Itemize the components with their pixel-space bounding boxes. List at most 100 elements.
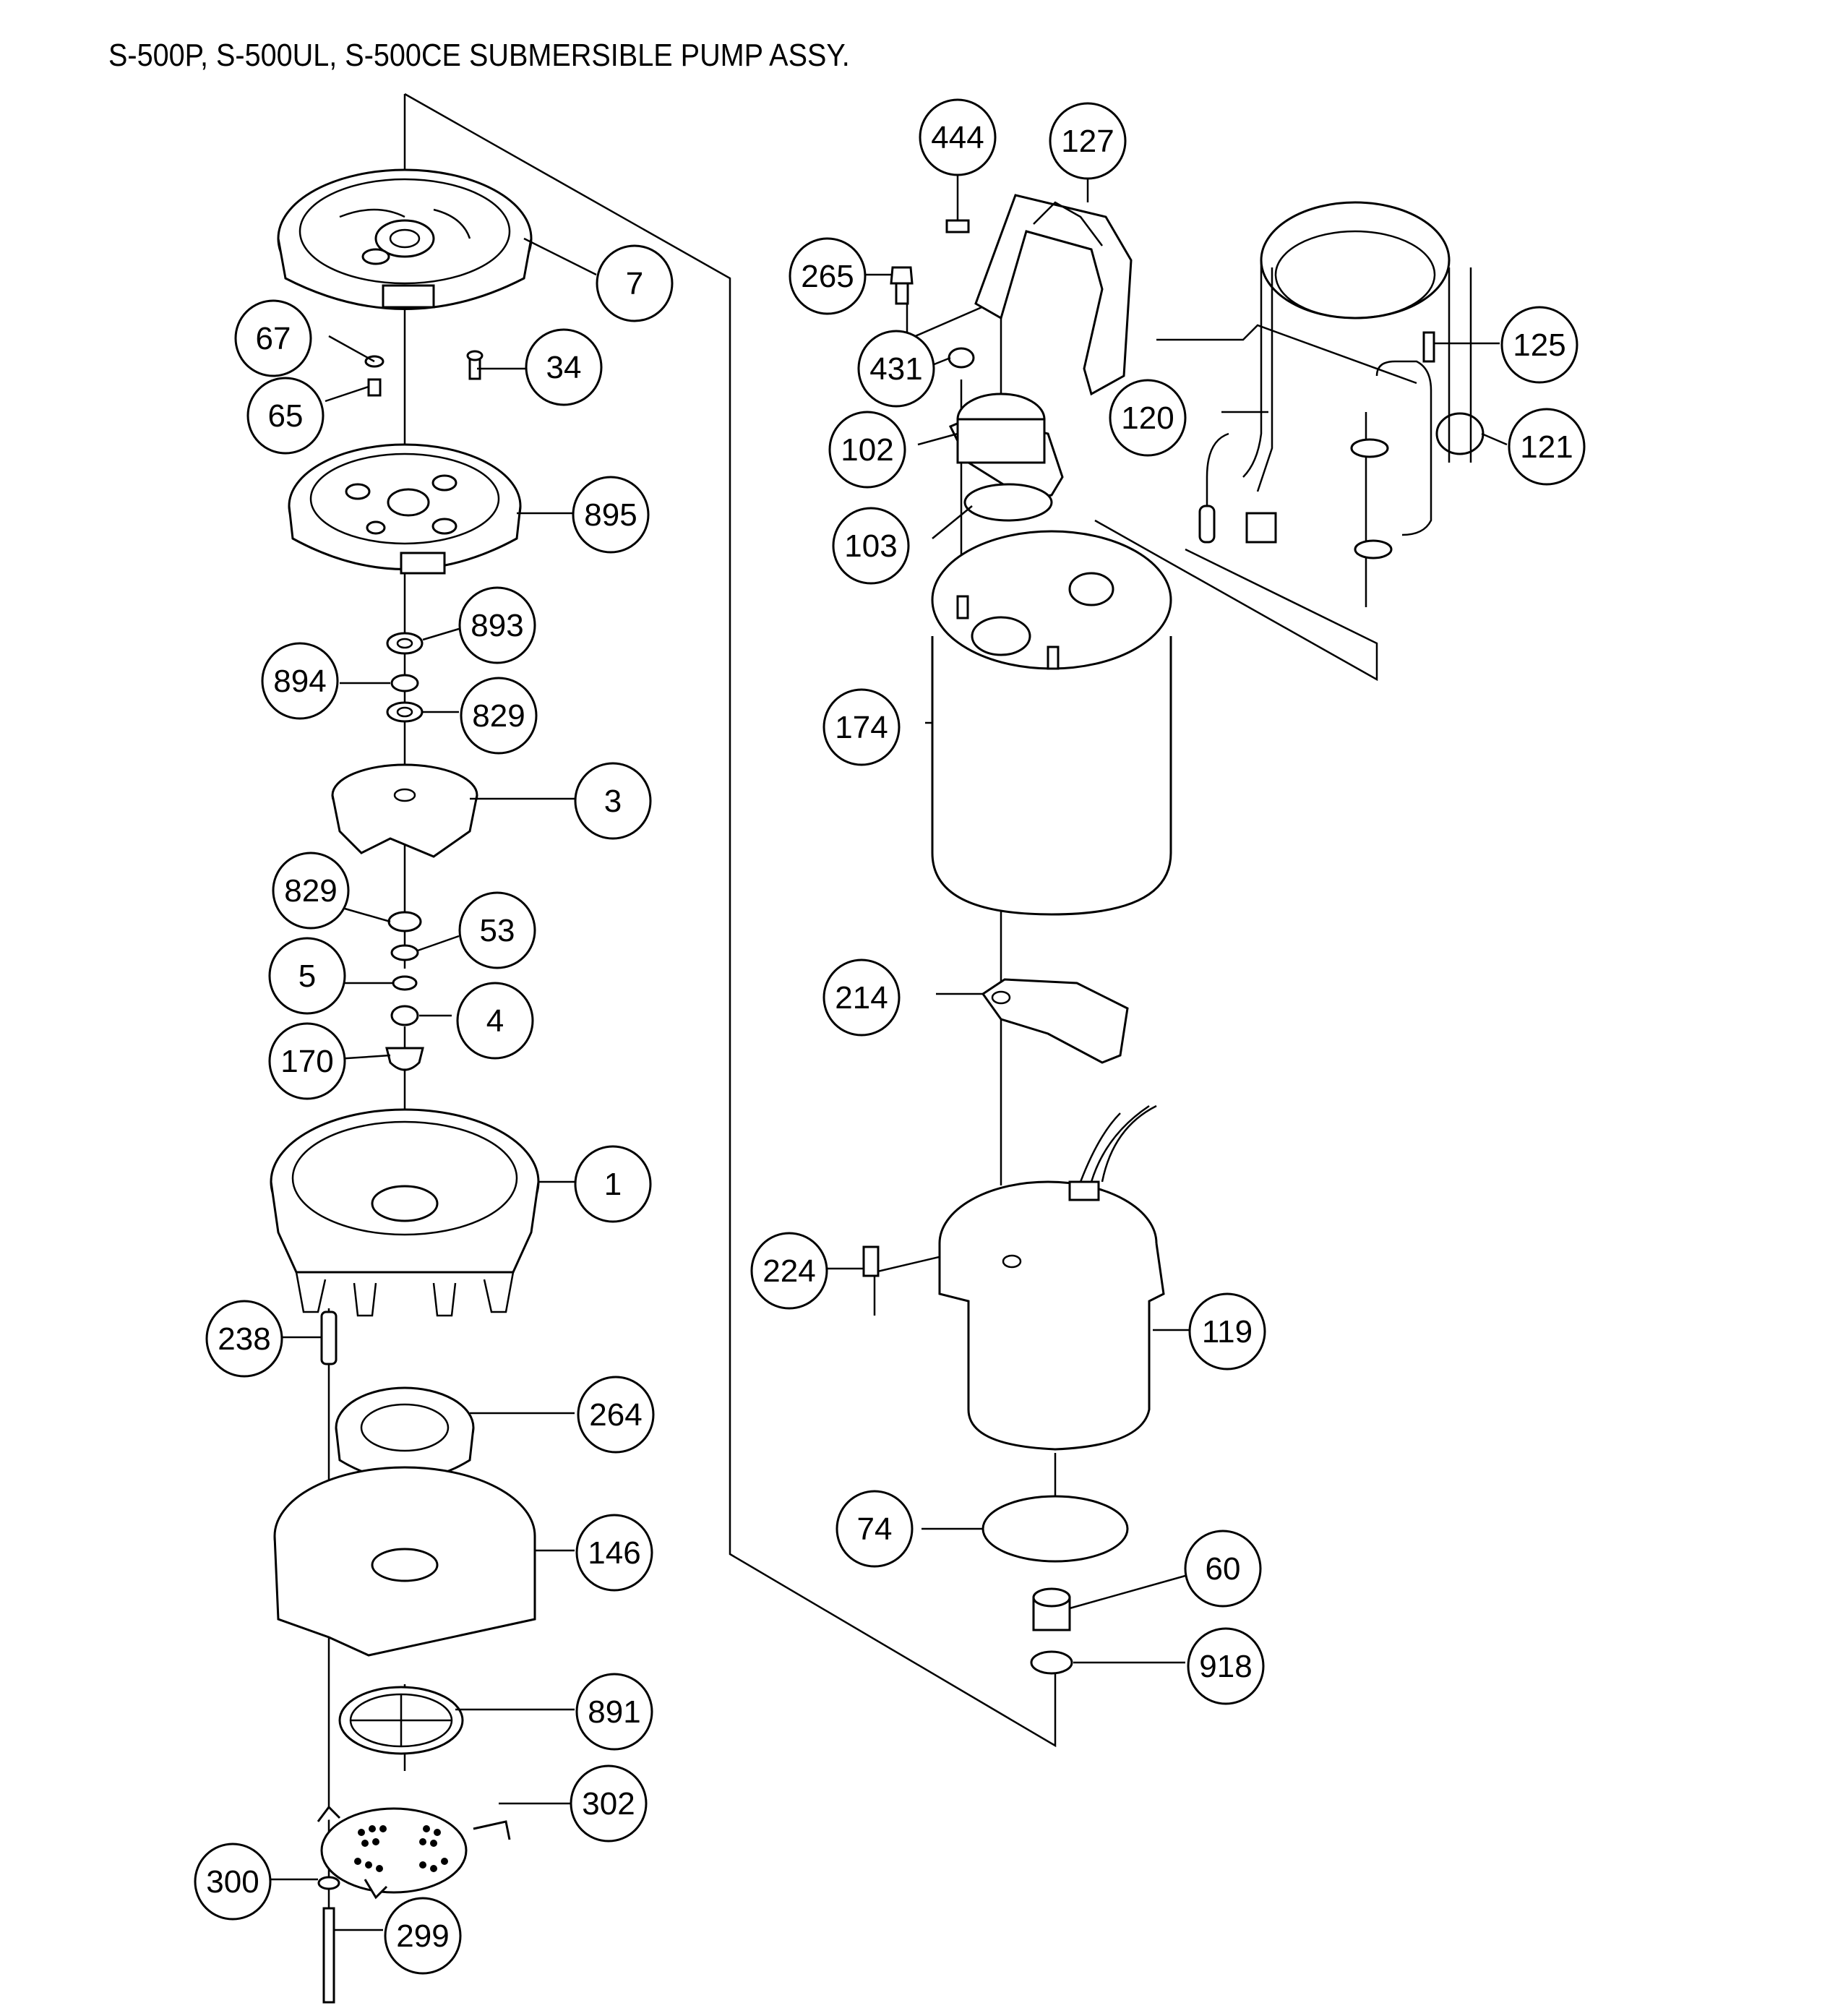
part-894-seal	[390, 674, 419, 692]
callout-67: 67	[234, 299, 312, 377]
callout-265: 265	[789, 237, 867, 315]
callout-circle	[857, 330, 935, 408]
callout-number: 431	[869, 351, 922, 387]
callout-bubbles: 7 67 34 65 895 893 894 829 3 829 53 5 4 170 1 238 264 146…	[194, 98, 1586, 1975]
callout-number: 829	[284, 873, 337, 909]
part-299-bolt	[322, 1907, 335, 2004]
callout-circle	[832, 507, 910, 585]
callout-121: 121	[1508, 408, 1586, 486]
callout-circle	[268, 1022, 346, 1100]
callout-circle	[835, 1490, 914, 1568]
callout-number: 918	[1199, 1649, 1252, 1684]
callout-circle	[828, 411, 906, 489]
part-829-washer-lower	[387, 911, 422, 932]
callout-circle	[194, 1843, 272, 1921]
part-265-bolt	[890, 266, 914, 305]
callout-1: 1	[574, 1145, 652, 1223]
callout-circle	[789, 237, 867, 315]
part-119-motor	[862, 1104, 1165, 1451]
part-1-pump-casing	[270, 1108, 540, 1317]
callout-circle	[1187, 1627, 1265, 1705]
callout-number: 894	[273, 664, 326, 699]
part-3-impeller	[331, 763, 478, 858]
callout-895: 895	[572, 476, 650, 554]
callout-102: 102	[828, 411, 906, 489]
part-893-seal	[386, 632, 424, 655]
callout-65: 65	[246, 377, 325, 455]
part-918-lock-nut	[1030, 1650, 1073, 1675]
callout-circle	[575, 1673, 653, 1751]
part-102-discharge-flange	[948, 393, 1064, 500]
callout-number: 60	[1206, 1551, 1241, 1587]
callout-number: 3	[604, 784, 622, 819]
callout-120: 120	[1109, 379, 1187, 457]
callout-circle	[575, 1514, 653, 1592]
callout-leaders	[260, 170, 1508, 1931]
callout-circle	[525, 328, 603, 406]
callout-264: 264	[577, 1376, 655, 1454]
callout-circle	[460, 677, 538, 755]
part-829-washer-upper	[386, 701, 424, 723]
callout-3: 3	[574, 762, 652, 840]
callout-circle	[272, 852, 350, 930]
callout-circle	[570, 1764, 648, 1843]
callout-number: 170	[280, 1044, 333, 1079]
callout-894: 894	[261, 642, 339, 720]
part-103-gasket	[963, 483, 1053, 522]
callout-number: 34	[546, 350, 582, 385]
part-238-pin	[320, 1311, 338, 1365]
callout-829: 829	[460, 677, 538, 755]
callout-circle	[596, 244, 674, 322]
callout-circle	[572, 476, 650, 554]
callout-299: 299	[384, 1897, 462, 1975]
callout-number: 4	[486, 1003, 504, 1039]
callout-number: 146	[588, 1535, 640, 1571]
callout-number: 120	[1121, 400, 1174, 436]
part-5-washer	[392, 975, 418, 991]
callout-number: 444	[931, 120, 984, 155]
callout-7: 7	[596, 244, 674, 322]
part-302-strainer-plate	[317, 1805, 511, 1900]
callout-number: 238	[218, 1321, 270, 1357]
callout-circle	[1049, 102, 1127, 180]
part-74-o-ring	[981, 1495, 1129, 1563]
callout-number: 7	[626, 266, 643, 301]
callout-circle	[574, 762, 652, 840]
callout-circle	[1184, 1530, 1262, 1608]
part-300-washer	[317, 1876, 340, 1890]
callout-444: 444	[919, 98, 997, 176]
callout-circle	[458, 891, 536, 969]
callout-number: 121	[1520, 429, 1573, 465]
callout-300: 300	[194, 1843, 272, 1921]
callout-174: 174	[822, 688, 901, 766]
callout-60: 60	[1184, 1530, 1262, 1608]
callout-125: 125	[1500, 306, 1578, 384]
part-7-discharge-cover	[277, 168, 533, 310]
part-127-handle	[974, 194, 1133, 396]
part-895-seal-plate	[288, 443, 522, 575]
callout-circle	[205, 1300, 283, 1378]
callout-238: 238	[205, 1300, 283, 1378]
callout-circle	[822, 688, 901, 766]
callout-circle	[1500, 306, 1578, 384]
callout-number: 893	[471, 608, 523, 643]
part-53-washer	[390, 944, 419, 961]
callout-number: 5	[298, 958, 316, 994]
callout-circle	[822, 958, 901, 1037]
part-34-screw	[466, 350, 484, 380]
callout-number: 125	[1513, 327, 1565, 363]
callout-circle	[577, 1376, 655, 1454]
callout-circle	[234, 299, 312, 377]
part-60-mechanical-seal	[1032, 1587, 1071, 1631]
callout-circle	[750, 1232, 828, 1310]
callout-103: 103	[832, 507, 910, 585]
part-444-screw	[945, 219, 970, 233]
callout-number: 302	[582, 1786, 635, 1822]
callout-number: 67	[256, 321, 291, 356]
part-431-nut	[948, 347, 975, 369]
part-121-cable-bushing	[1350, 267, 1485, 607]
callout-53: 53	[458, 891, 536, 969]
callout-number: 895	[584, 497, 637, 533]
